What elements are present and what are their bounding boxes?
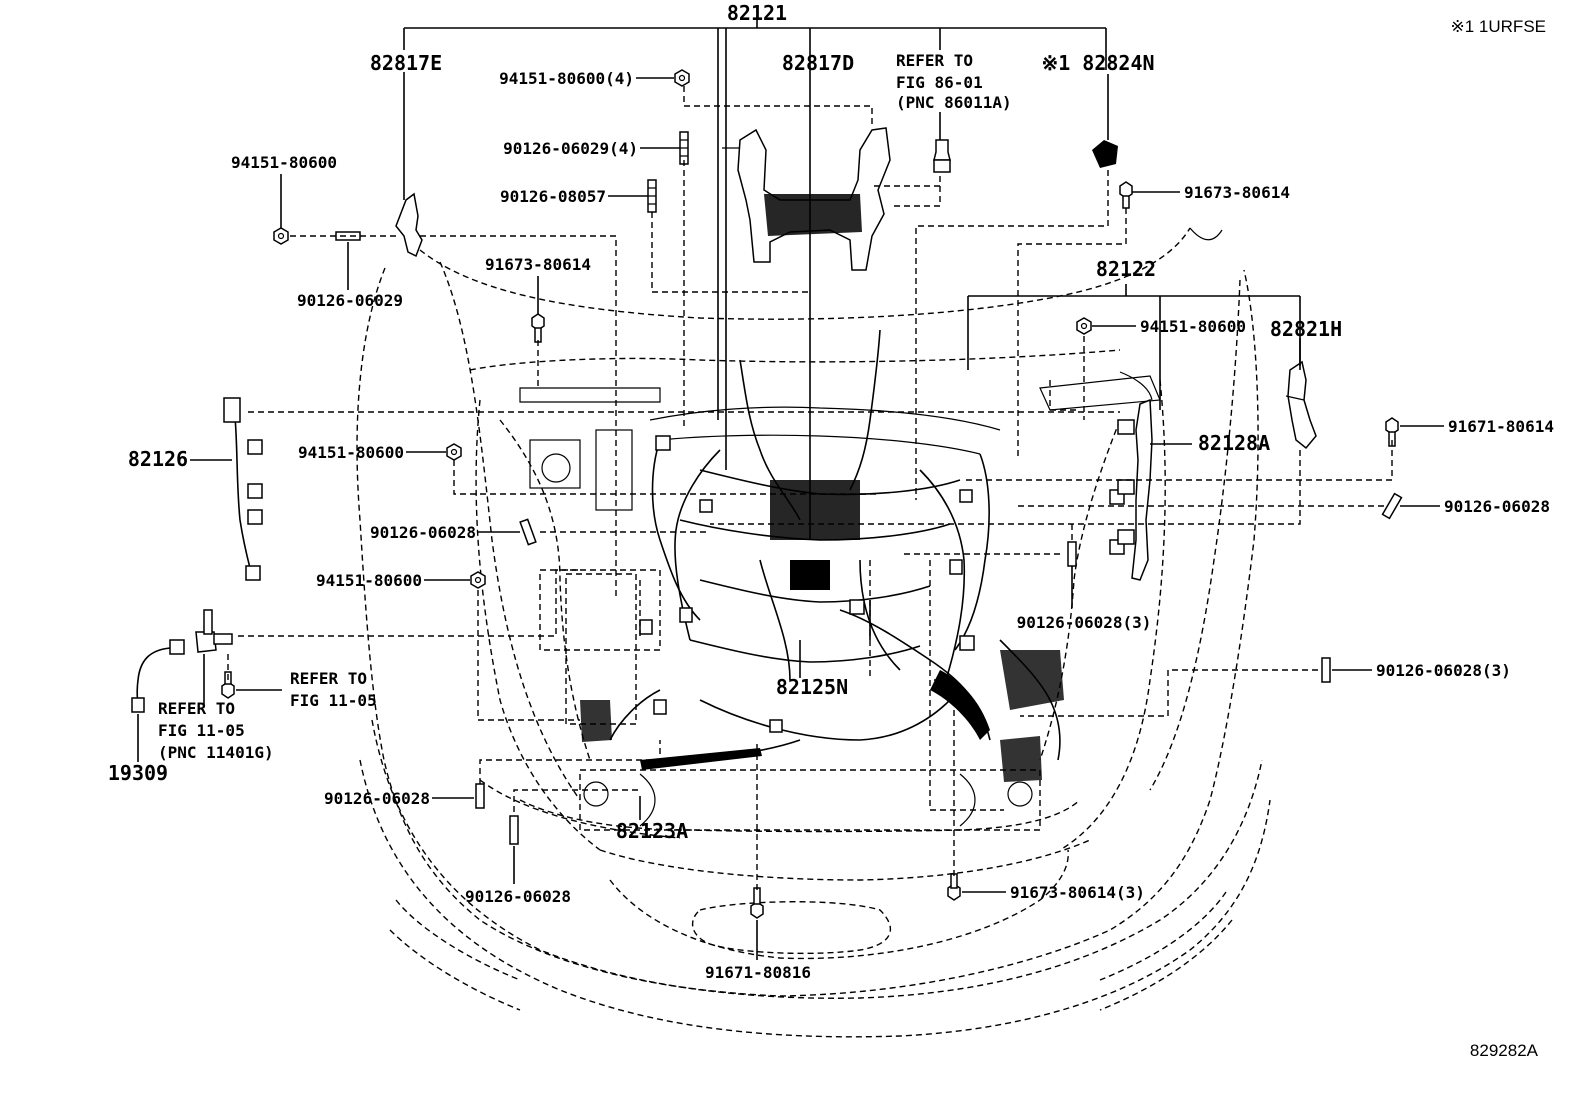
engine-harness-drawing [519,329,1161,831]
label-82817E: 82817E [370,51,442,75]
clip-82824N-drawing [1092,140,1118,168]
fastener-label: 90126-06028 [370,523,476,542]
refer-note-line: REFER TO [896,51,973,70]
label-82123A: 82123A [616,819,688,843]
fastener-label: 94151-80600 [298,443,404,462]
fastener-label: 94151-80600 [316,571,422,590]
fastener-icons [221,69,1403,919]
vehicle-outline [356,227,1271,1038]
bolt-icon [947,873,961,901]
fastener-label: 91673-80614(3) [1010,883,1145,902]
bolt-icon [750,887,764,919]
fastener-label: 90126-06028 [1444,497,1550,516]
label-82821H: 82821H [1270,317,1342,341]
fastener-label: 90126-06028(3) [1017,613,1152,632]
harness-82126-drawing [223,397,263,581]
label-19309: 19309 [108,761,168,785]
assembly-dashed-lines [227,86,1393,890]
protector-82128A-drawing [1117,398,1153,581]
stud-icon [647,179,657,213]
stud-icon [519,518,537,546]
refer-note-line: FIG 11-05 [290,691,377,710]
stud-icon [509,815,519,845]
label-82126: 82126 [128,447,188,471]
refer-note-line: (PNC 11401G) [158,743,274,762]
refer-note-line: REFER TO [290,669,367,688]
fastener-label: 90126-06028 [465,887,571,906]
refer-note-line: FIG 11-05 [158,721,245,740]
stud-icon [1321,657,1331,683]
fastener-label: 94151-80600(4) [499,69,634,88]
bracket-82817E-drawing [395,192,423,258]
sensor-19309-drawing [131,609,233,713]
fastener-label: 91673-80614 [485,255,591,274]
stud-icon [475,783,485,809]
label-82824N: ※1 82824N [1041,51,1154,75]
label-82817D: 82817D [782,51,854,75]
sensor-86011A-drawing [933,139,951,173]
bolt-icon [531,313,545,343]
fastener-label: 91671-80614 [1448,417,1554,436]
bolt-icon [1119,181,1133,209]
fastener-label: 90126-06028 [324,789,430,808]
refer-note-line: REFER TO [158,699,235,718]
fastener-label: 94151-80600 [231,153,337,172]
stud-icon [1381,492,1403,520]
fastener-label: 94151-80600 [1140,317,1246,336]
fastener-label: 90126-08057 [500,187,606,206]
nut-icon [446,443,462,461]
bracket-82817D-drawing [722,127,891,271]
nut-icon [273,227,289,245]
label-82122: 82122 [1096,257,1156,281]
label-82128A: 82128A [1198,431,1270,455]
label-82121: 82121 [727,1,787,25]
nut-icon [1076,317,1092,335]
refer-note-line: (PNC 86011A) [896,93,1012,112]
stud-icon [679,131,689,165]
fastener-label: 91673-80614 [1184,183,1290,202]
stud-icon [1067,541,1077,567]
bracket-82821H-drawing [1285,360,1317,450]
labels: ※1 1URFSE 829282A 82121 82817E 82817D ※1… [108,1,1554,1060]
fastener-label: 90126-06028(3) [1376,661,1511,680]
bolt-icon [1385,417,1399,447]
stud-icon [335,231,361,241]
nut-icon [470,571,486,589]
fastener-label: 91671-80816 [705,963,811,982]
figure-code: 829282A [1470,1041,1539,1060]
fastener-label: 90126-06029 [297,291,403,310]
variant-note: ※1 1URFSE [1451,17,1547,36]
refer-note-line: FIG 86-01 [896,73,983,92]
label-82125N: 82125N [776,675,848,699]
nut-icon [674,69,690,87]
leader-lines [137,20,1444,960]
fastener-label: 90126-06029(4) [503,139,638,158]
